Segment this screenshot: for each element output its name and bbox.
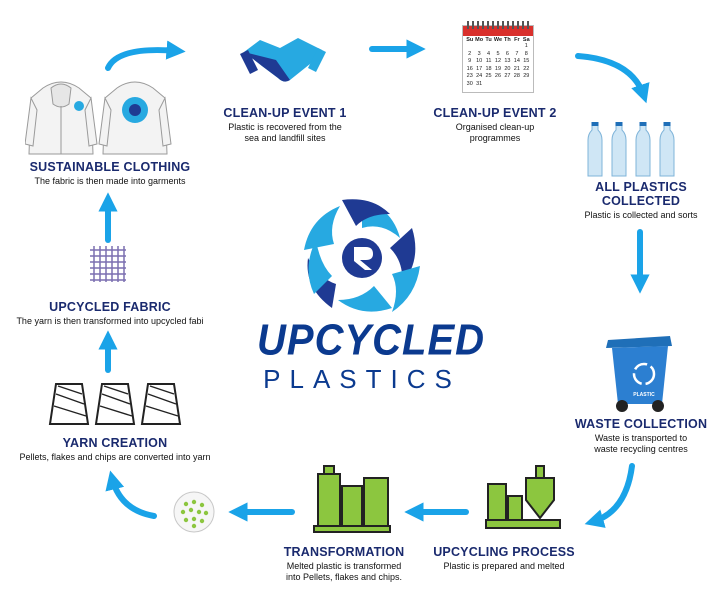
fabric-weave-icon	[90, 246, 126, 282]
arrow-clothing-to-cleanup1	[105, 40, 186, 71]
calendar-date: 7	[515, 50, 519, 57]
calendar-date: 31	[476, 80, 483, 87]
calendar-day-label: Fr	[514, 37, 520, 43]
calendar-date: 24	[476, 73, 483, 79]
calendar-date: 16	[466, 65, 473, 72]
step-transformation: TRANSFORMATION Melted plastic is transfo…	[272, 545, 416, 583]
calendar-empty-cell	[474, 43, 483, 51]
step-description: Waste is transported to waste recycling …	[594, 433, 688, 454]
step-description: Pellets, flakes and chips are converted …	[19, 452, 211, 462]
calendar-date: 14	[513, 58, 520, 64]
calendar-day-label: Th	[504, 37, 511, 43]
step-description: Plastic is recovered from the sea and la…	[228, 122, 342, 143]
step-upcycling-process: UPCYCLING PROCESS Plastic is prepared an…	[424, 545, 584, 572]
calendar-date: 4	[487, 50, 491, 57]
calendar-empty-cell	[512, 43, 521, 51]
step-description: Melted plastic is transformed into Pelle…	[285, 561, 403, 582]
calendar-day-label: Sa	[522, 37, 530, 43]
calendar-date: 25	[485, 73, 492, 79]
step-sustainable-clothing: SUSTAINABLE CLOTHING The fabric is then …	[20, 160, 200, 187]
step-title: WASTE COLLECTION	[574, 417, 708, 431]
calendar-date: 6	[505, 50, 509, 57]
calendar-date: 30	[466, 80, 473, 87]
calendar-date: 1	[524, 43, 528, 49]
calendar-date: 28	[513, 73, 520, 79]
calendar-date: 8	[524, 50, 528, 57]
calendar-day-label: Su	[466, 37, 474, 43]
calendar-empty-cell	[503, 43, 512, 51]
bin-label: PLASTIC	[633, 392, 655, 398]
step-description: Organised clean-up programmes	[455, 122, 535, 143]
calendar-empty-cell	[465, 43, 474, 51]
calendar-date: 23	[466, 73, 473, 79]
step-description: The yarn is then transformed into upcycl…	[16, 316, 204, 326]
calendar-day-label: Mo	[475, 37, 484, 43]
calendar-empty-cell	[484, 43, 493, 51]
calendar-date: 29	[523, 73, 530, 79]
arrow-pellets-to-yarn	[105, 470, 157, 519]
step-description: Plastic is collected and sorts	[584, 210, 698, 220]
factory-icon	[313, 465, 391, 533]
calendar-empty-cell	[493, 43, 502, 51]
recycling-bin-icon: PLASTIC	[606, 336, 672, 412]
logo-word-plastics: PLASTICS	[263, 364, 461, 394]
pellets-icon	[173, 491, 215, 533]
calendar-date: 22	[523, 65, 530, 72]
step-title: UPCYCLING PROCESS	[433, 545, 575, 559]
step-upcycled-fabric: UPCYCLED FABRIC The yarn is then transfo…	[10, 300, 210, 327]
calendar-date: 12	[494, 58, 502, 64]
calendar-date: 15	[523, 58, 530, 64]
step-cleanup-event-1: CLEAN-UP EVENT 1 Plastic is recovered fr…	[210, 106, 360, 144]
step-title: SUSTAINABLE CLOTHING	[29, 160, 191, 174]
upcycling-machine-icon	[485, 465, 561, 529]
step-yarn-creation: YARN CREATION Pellets, flakes and chips …	[10, 436, 220, 463]
step-title-line-2: COLLECTED	[601, 194, 681, 208]
step-description: Plastic is prepared and melted	[443, 561, 565, 571]
calendar-date: 9	[468, 58, 472, 64]
calendar-day-label: We	[493, 37, 503, 43]
step-waste-collection: WASTE COLLECTION Waste is transported to…	[566, 417, 716, 455]
logo-word-upcycled: UPCYCLED	[257, 315, 486, 365]
step-title: CLEAN-UP EVENT 1	[223, 106, 347, 120]
swirl-logo-icon	[304, 199, 420, 312]
handshake-icon	[240, 38, 326, 82]
step-title: CLEAN-UP EVENT 2	[433, 106, 557, 120]
arrow-waste-to-upcycling	[584, 463, 635, 528]
yarn-spools-icon	[48, 383, 182, 425]
calendar-date: 27	[504, 73, 511, 79]
step-all-plastics-collected: ALL PLASTICS COLLECTED Plastic is collec…	[566, 180, 716, 221]
calendar-date: 2	[468, 50, 472, 57]
calendar-date: 20	[504, 65, 511, 72]
step-cleanup-event-2: CLEAN-UP EVENT 2 Organised clean-up prog…	[420, 106, 570, 144]
hoodie-icon	[25, 81, 172, 155]
calendar-date: 26	[494, 73, 502, 79]
step-title: YARN CREATION	[62, 436, 168, 450]
calendar-header	[463, 21, 533, 36]
step-title-line-1: ALL PLASTICS	[595, 180, 687, 194]
calendar-date: 17	[476, 65, 483, 72]
calendar-date: 18	[485, 65, 492, 72]
arrow-cleanup2-to-collected	[575, 53, 650, 104]
calendar-date: 13	[504, 58, 511, 64]
calendar-day-label: Tu	[485, 37, 492, 43]
step-title: UPCYCLED FABRIC	[49, 300, 171, 314]
calendar-date: 5	[496, 50, 500, 57]
calendar-date: 11	[485, 58, 492, 64]
calendar-date: 10	[476, 58, 483, 64]
calendar-date: 3	[477, 50, 481, 57]
bottles-icon	[587, 122, 675, 177]
step-description: The fabric is then made into garments	[34, 176, 186, 186]
calendar-date: 21	[513, 65, 520, 72]
calendar-date: 19	[494, 65, 502, 72]
step-title: TRANSFORMATION	[283, 545, 405, 559]
